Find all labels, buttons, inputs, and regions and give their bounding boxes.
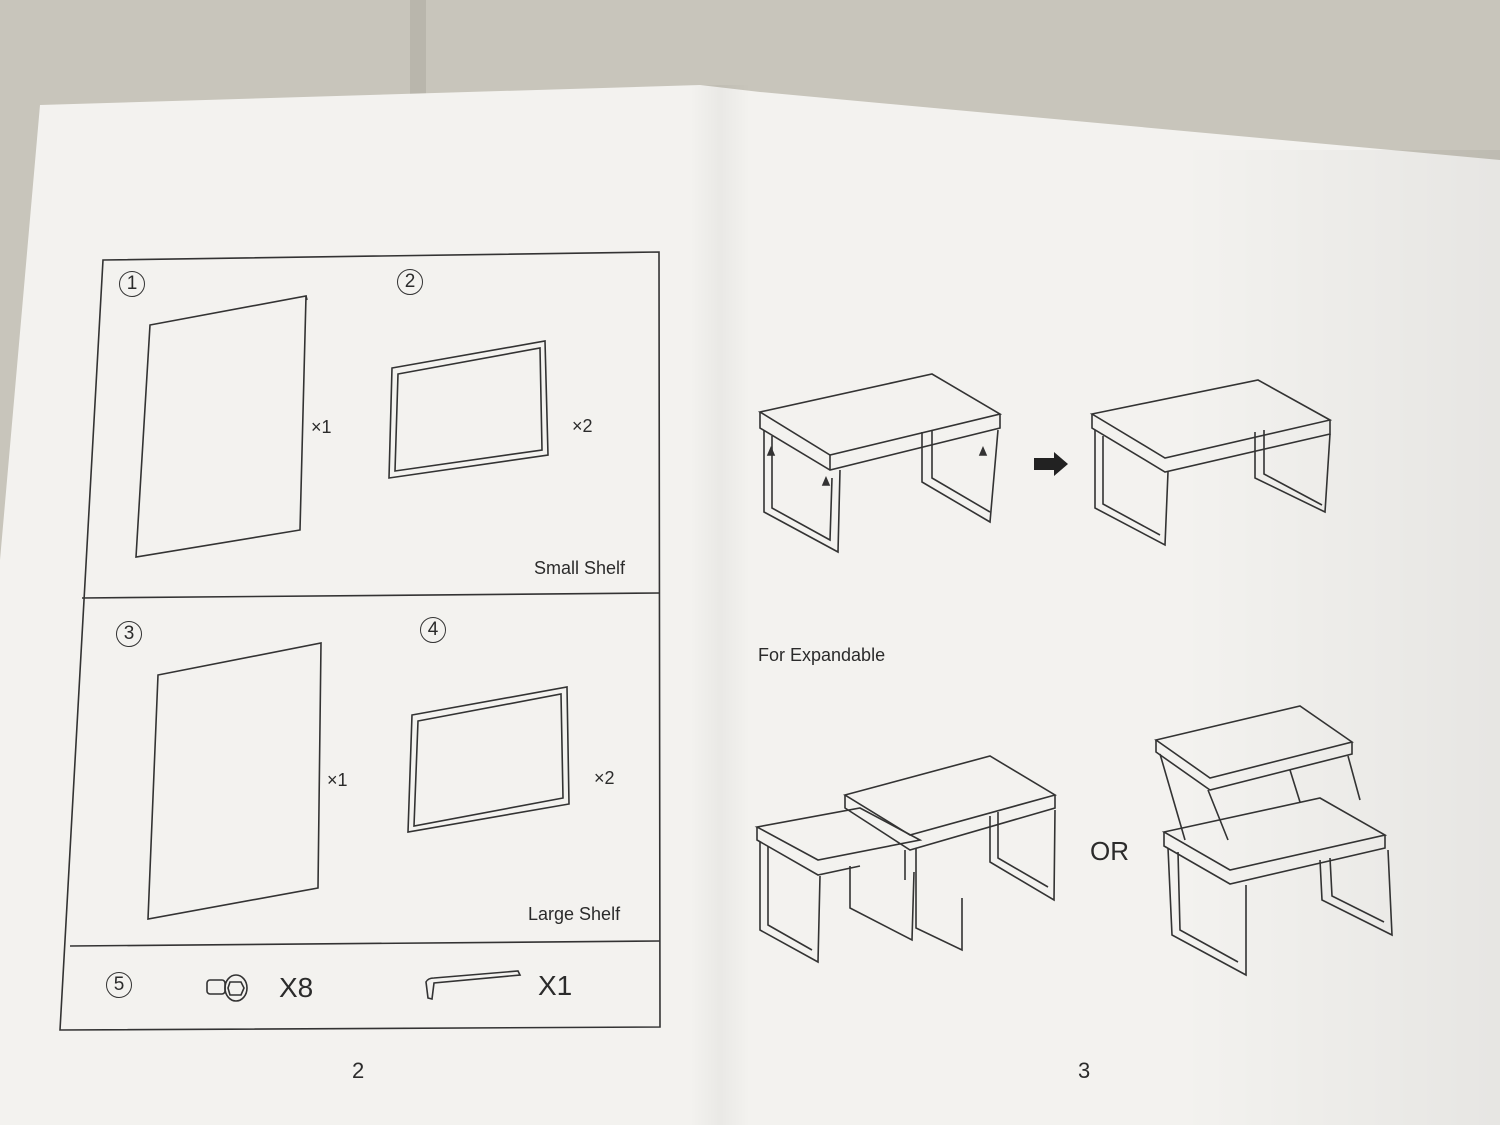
part-number-5: 5: [106, 972, 132, 998]
paper-shadow: [1180, 150, 1500, 1125]
screw-quantity: X8: [279, 972, 314, 1003]
large-shelf-label: Large Shelf: [528, 904, 621, 924]
part-number-1: 1: [119, 271, 145, 297]
page-number-right: 3: [1078, 1058, 1091, 1083]
part-4-quantity: ×2: [594, 768, 615, 788]
shelves-stacked: [1154, 705, 1393, 977]
screw-icon: [206, 974, 248, 1002]
parts-list-box: [59, 251, 661, 1031]
part-3-quantity: ×1: [327, 770, 348, 790]
part-number-3: 3: [116, 621, 142, 647]
arrow-right-icon: [1034, 452, 1068, 476]
small-shelf-label: Small Shelf: [534, 558, 626, 578]
shelf-assembly-after: [1089, 379, 1333, 547]
paper-fold: [690, 85, 750, 1125]
large-shelf-frame-icon: [407, 686, 570, 833]
part-number-4: 4: [420, 617, 446, 643]
part-1-quantity: ×1: [311, 417, 332, 437]
page-number-left: 2: [352, 1058, 365, 1083]
wrench-quantity: X1: [538, 970, 573, 1001]
allen-wrench-icon: [425, 970, 522, 1000]
part-number-2: 2: [397, 269, 423, 295]
shelf-assembly-before: [757, 373, 1003, 554]
large-shelf-board-icon: [147, 642, 322, 920]
small-shelf-board-icon: [135, 295, 308, 558]
part-2-quantity: ×2: [572, 416, 593, 436]
shelves-side-by-side: [754, 755, 1058, 964]
small-shelf-frame-icon: [388, 340, 549, 479]
expandable-label: For Expandable: [758, 645, 886, 665]
or-label: OR: [1090, 836, 1129, 866]
table-surface-seam: [410, 0, 426, 110]
